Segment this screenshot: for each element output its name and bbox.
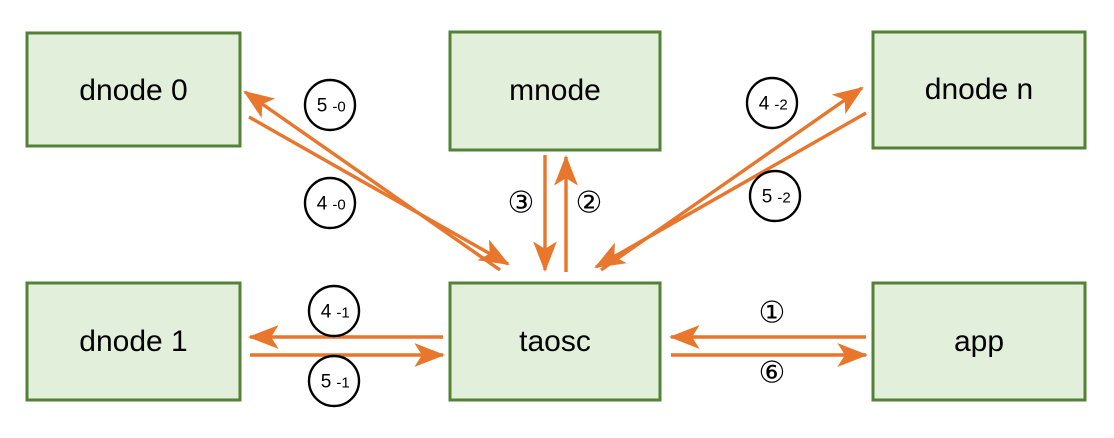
node-group: dnode 0 mnode dnode n dnode 1 taosc app: [25, 30, 1087, 402]
node-dnoden-label: dnode n: [925, 73, 1033, 106]
edge-line-4-0: [248, 115, 510, 266]
edge-badge-5-0-sub: -0: [332, 99, 345, 116]
node-taosc-label: taosc: [519, 325, 591, 358]
node-dnode1[interactable]: dnode 1: [25, 281, 242, 402]
edge-badge-5-1-sub: -1: [336, 375, 349, 392]
node-app-box: [871, 281, 1087, 402]
edge-line-5-0: [243, 90, 501, 272]
edge-label-1: ①: [759, 296, 786, 331]
node-dnode0-label: dnode 0: [79, 74, 187, 107]
edge-badge-5-0: 5 -0: [303, 78, 357, 132]
node-taosc[interactable]: taosc: [448, 281, 662, 402]
node-mnode-box: [448, 30, 662, 152]
edge-line-5-2: [594, 111, 867, 269]
edge-badge-4-2: 4 -2: [745, 76, 799, 130]
node-dnode0[interactable]: dnode 0: [25, 31, 242, 148]
edge-badge-5-0-circle: [303, 78, 357, 132]
node-dnoden-box: [871, 30, 1087, 150]
edge-badge-4-1: 4 -1: [307, 284, 361, 338]
node-dnoden[interactable]: dnode n: [871, 30, 1087, 150]
edge-badge-5-1-main: 5: [321, 372, 332, 393]
edge-badge-4-0: 4 -0: [303, 176, 357, 230]
edge-badge-5-2-main: 5: [762, 187, 773, 208]
node-dnode1-box: [25, 281, 242, 402]
edge-group: [243, 86, 869, 367]
edge-badge-4-0-sub: -0: [332, 197, 345, 214]
edge-badge-4-2-main: 4: [759, 94, 770, 115]
edge-badge-5-2: 5 -2: [748, 169, 802, 223]
edge-badge-5-1: 5 -1: [307, 354, 361, 408]
node-mnode[interactable]: mnode: [448, 30, 662, 152]
edge-badge-5-2-sub: -2: [777, 190, 790, 207]
node-taosc-box: [448, 281, 662, 402]
node-dnode0-box: [25, 31, 242, 148]
edge-label-6: ⑥: [759, 356, 786, 391]
edge-badge-5-0-main: 5: [317, 96, 328, 117]
edge-badge-4-0-circle: [303, 176, 357, 230]
edge-badge-4-1-main: 4: [321, 302, 332, 323]
edge-badge-5-2-circle: [748, 169, 802, 223]
edge-badge-4-2-sub: -2: [774, 97, 787, 114]
node-app-label: app: [954, 325, 1004, 358]
edge-badge-4-1-sub: -1: [336, 305, 349, 322]
edge-label-group: ① ⑥ ② ③ 4 -0 5 -0 4 -1 5: [303, 76, 802, 408]
edge-label-2: ②: [576, 186, 603, 221]
edge-badge-4-1-circle: [307, 284, 361, 338]
node-dnode1-label: dnode 1: [79, 325, 187, 358]
edge-badge-4-0-main: 4: [317, 194, 328, 215]
node-app[interactable]: app: [871, 281, 1087, 402]
node-mnode-label: mnode: [509, 74, 601, 107]
edge-badge-5-1-circle: [307, 354, 361, 408]
edge-badge-4-2-circle: [745, 76, 799, 130]
edge-label-3: ③: [508, 186, 535, 221]
